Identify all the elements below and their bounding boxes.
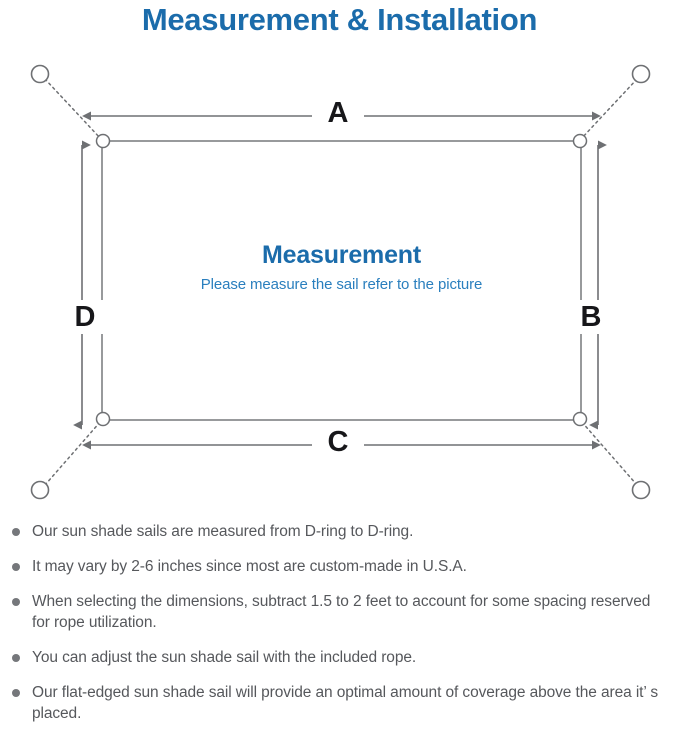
dimension-label-d: D — [62, 300, 108, 334]
note-text: You can adjust the sun shade sail with t… — [32, 649, 417, 666]
anchor-points — [30, 64, 651, 500]
note-text: When selecting the dimensions, subtract … — [32, 593, 651, 631]
list-item: Our sun shade sails are measured from D-… — [0, 521, 679, 542]
dimension-label-c: C — [312, 425, 364, 459]
bullet-icon — [12, 598, 20, 606]
d-ring-bottom-right — [572, 411, 588, 427]
rope-lines — [44, 78, 638, 486]
sail-caption: Measurement Please measure the sail refe… — [102, 240, 581, 296]
dimension-label-b: B — [568, 300, 614, 334]
sail-caption-title: Measurement — [262, 241, 421, 269]
sail-caption-subtitle: Please measure the sail refer to the pic… — [200, 276, 483, 293]
corner-d-rings — [95, 133, 588, 427]
measurement-diagram: A B C D Measurement Please measure the s… — [0, 44, 679, 514]
d-ring-top-left — [95, 133, 111, 149]
anchor-point-top-right — [631, 64, 651, 84]
anchor-point-bottom-left — [30, 480, 50, 500]
note-text: It may vary by 2-6 inches since most are… — [32, 558, 467, 575]
notes-list: Our sun shade sails are measured from D-… — [0, 521, 679, 738]
list-item: Our flat-edged sun shade sail will provi… — [0, 682, 679, 724]
list-item: You can adjust the sun shade sail with t… — [0, 647, 679, 668]
d-ring-top-right — [572, 133, 588, 149]
bullet-icon — [12, 563, 20, 571]
bullet-icon — [12, 689, 20, 697]
anchor-point-top-left — [30, 64, 50, 84]
bullet-icon — [12, 654, 20, 662]
rope-top-right — [580, 78, 638, 140]
anchor-point-bottom-right — [631, 480, 651, 500]
bullet-icon — [12, 528, 20, 536]
list-item: When selecting the dimensions, subtract … — [0, 591, 679, 633]
dimension-label-a: A — [312, 96, 364, 130]
page-title: Measurement & Installation — [141, 2, 538, 37]
rope-bottom-right — [580, 420, 638, 486]
rope-top-left — [44, 78, 102, 140]
measurement-diagram-svg — [30, 64, 651, 500]
d-ring-bottom-left — [95, 411, 111, 427]
list-item: It may vary by 2-6 inches since most are… — [0, 556, 679, 577]
rope-bottom-left — [44, 420, 102, 486]
shade-sail-body — [101, 140, 582, 421]
note-text: Our sun shade sails are measured from D-… — [32, 523, 414, 540]
note-text: Our flat-edged sun shade sail will provi… — [32, 684, 658, 722]
